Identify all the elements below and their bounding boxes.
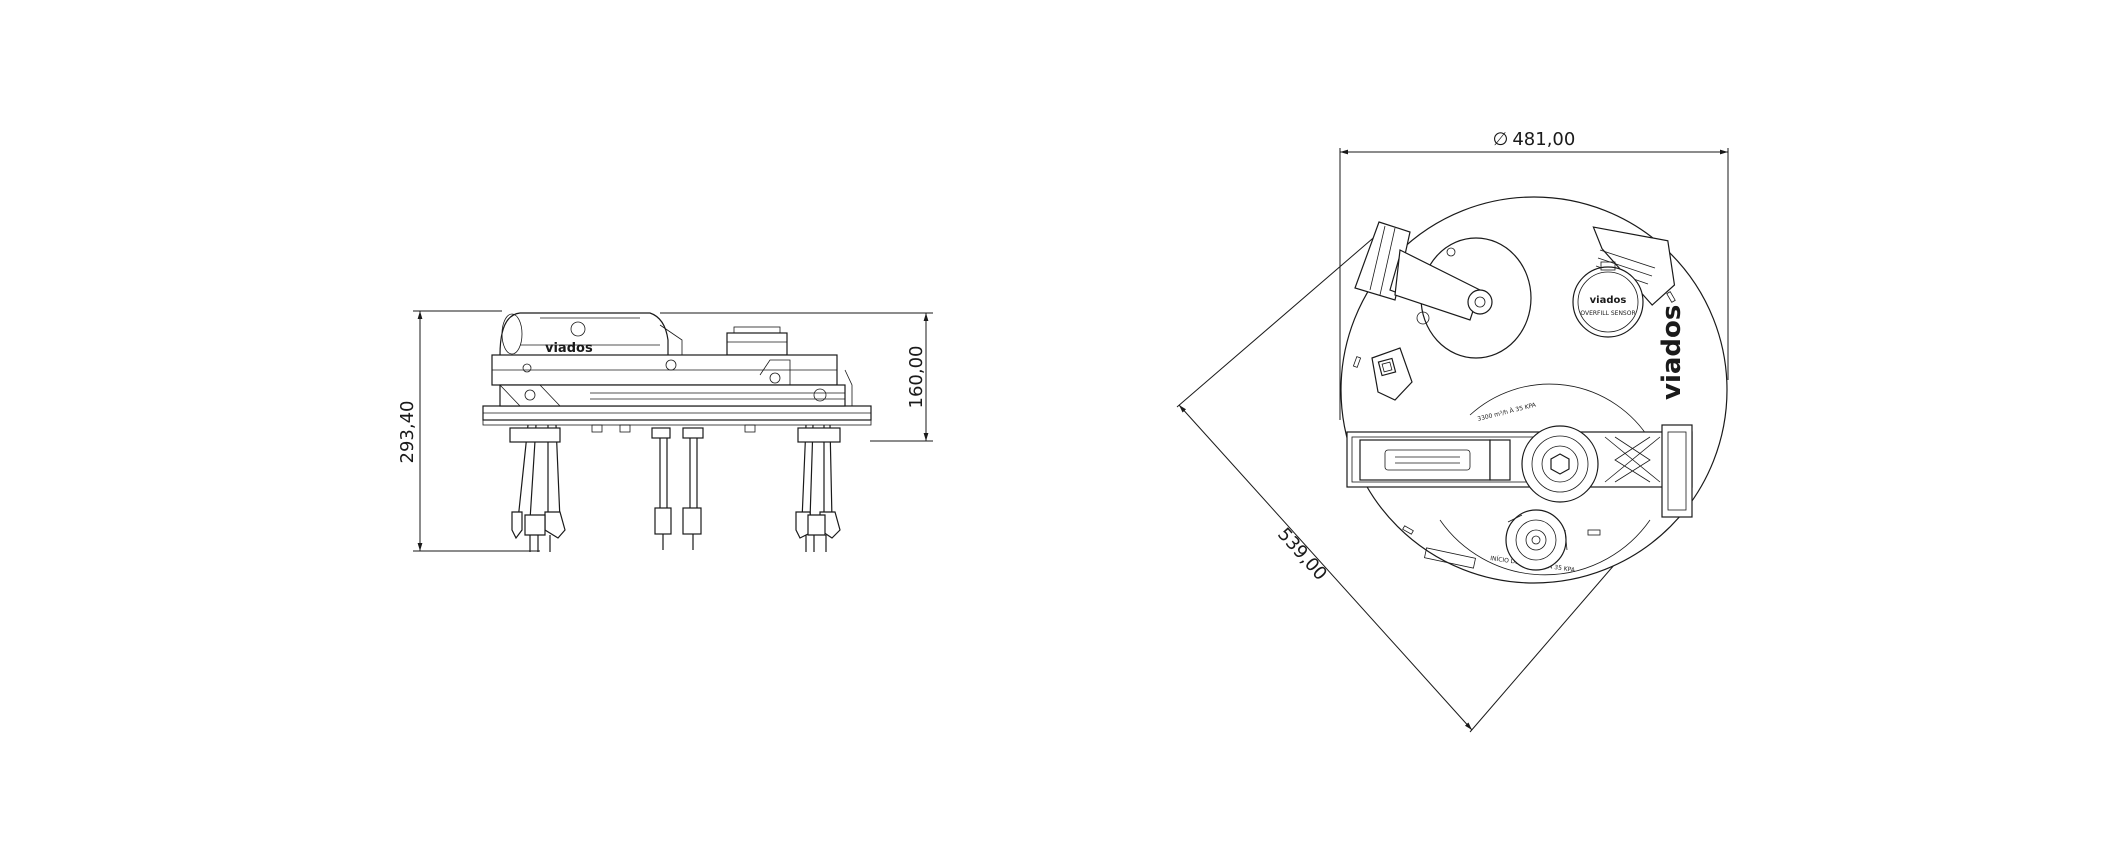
dimension-height-top: 160,00: [660, 312, 933, 442]
dimension-label-160: 160,00: [906, 346, 927, 409]
square-plug: [1371, 347, 1413, 401]
diameter-value: 481,00: [1512, 129, 1575, 150]
slot-bottom: [1587, 529, 1601, 536]
base-plate: [482, 405, 872, 426]
support-legs: [509, 424, 841, 552]
overfill-sensor-cap: viados OVERFILL SENSOR: [1572, 261, 1644, 338]
dimension-diameter: ∅481,00: [1339, 129, 1729, 420]
lever-handle: [1354, 221, 1532, 359]
dimension-label-diameter: ∅481,00: [1493, 129, 1576, 150]
slot-left-bottom: [1402, 525, 1414, 535]
slot-right: [1666, 291, 1676, 303]
slot-left-top: [1352, 356, 1362, 368]
side-view: 293,40 160,00 viados: [397, 310, 933, 552]
dimension-height-total: 293,40: [397, 310, 540, 552]
lower-fitting: [1505, 509, 1568, 571]
cap-sensor-label: OVERFILL SENSOR: [1580, 310, 1635, 317]
pressure-arm: [1346, 424, 1693, 518]
diameter-symbol: ∅: [1493, 129, 1509, 150]
edge-label-tab: [1424, 547, 1476, 569]
plan-brand-mark: viados: [1657, 305, 1687, 400]
dimension-label-293: 293,40: [397, 401, 418, 464]
dimension-label-diagonal: 539,00: [1273, 524, 1331, 585]
valve-body: viados: [491, 312, 853, 407]
plan-view: ∅481,00 539,00 viados 3300 m³/h À 35 KPA…: [1176, 129, 1729, 733]
side-brand-mark: viados: [545, 341, 593, 356]
cap-brand-mark: viados: [1590, 295, 1627, 306]
